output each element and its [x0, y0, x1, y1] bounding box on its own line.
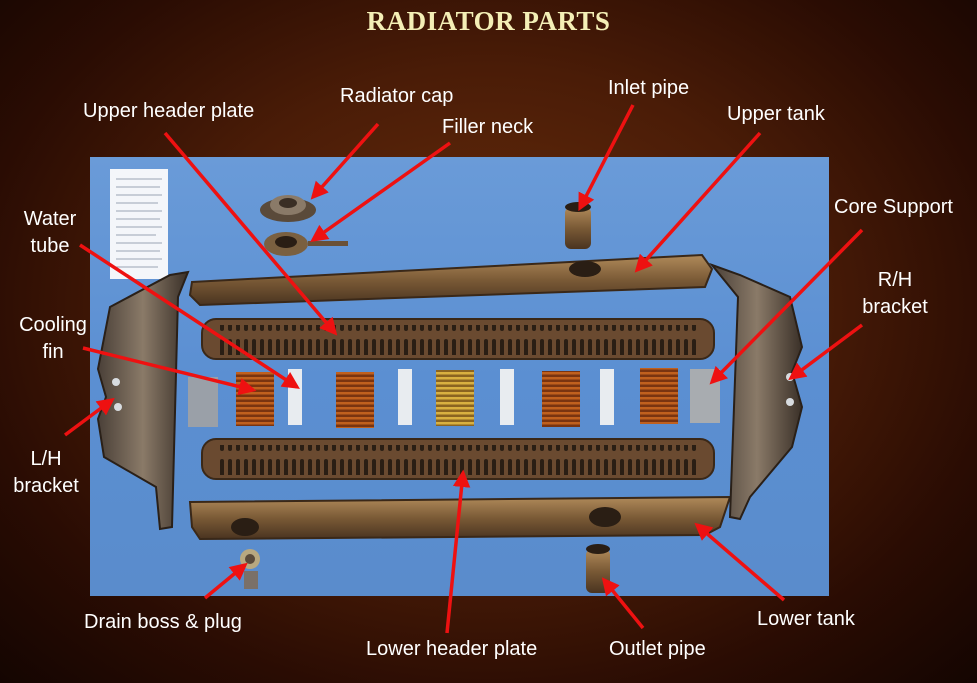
arrow-upper-tank — [634, 131, 762, 273]
radiator-parts-illustration — [96, 169, 804, 593]
arrow-water-tube — [79, 243, 300, 389]
label-core-support: Core Support — [834, 196, 953, 218]
label-cooling-fin: Cooling fin — [8, 312, 98, 366]
label-lh-bracket-line2: bracket — [13, 475, 79, 497]
arrow-upper-header-plate — [163, 131, 338, 336]
arrow-lower-header-plate — [445, 469, 471, 634]
label-water-tube-line2: tube — [30, 235, 70, 257]
label-upper-header-plate: Upper header plate — [83, 100, 255, 122]
label-water-tube-line1: Water — [23, 208, 77, 230]
label-radiator-cap: Radiator cap — [340, 85, 454, 107]
arrow-inlet-pipe — [578, 104, 635, 212]
label-outlet-pipe: Outlet pipe — [609, 638, 706, 660]
label-cooling-fin-line1: Cooling — [19, 314, 87, 336]
arrow-lh-bracket — [63, 397, 115, 437]
radiator-photo — [90, 157, 829, 596]
label-lower-header-plate: Lower header plate — [366, 638, 538, 660]
arrow-radiator-cap — [310, 122, 380, 200]
label-water-tube: Water tube — [12, 206, 88, 260]
lower-header-plate-part — [201, 438, 715, 480]
label-lh-bracket-line1: L/H — [30, 448, 62, 470]
filler-neck-part — [264, 232, 348, 256]
label-inlet-pipe: Inlet pipe — [608, 77, 690, 99]
page-title: RADIATOR PARTS — [366, 6, 611, 36]
lh-bracket-part — [96, 270, 190, 531]
arrow-outlet-pipe — [601, 577, 645, 630]
label-cooling-fin-line2: fin — [42, 341, 64, 363]
arrow-filler-neck — [310, 141, 452, 243]
radiator-cap-part — [260, 195, 316, 222]
label-upper-tank: Upper tank — [727, 103, 825, 125]
arrow-cooling-fin — [82, 346, 257, 396]
label-rh-bracket: R/H bracket — [850, 267, 940, 321]
arrow-lower-tank — [694, 522, 786, 602]
arrow-rh-bracket — [788, 323, 864, 381]
parts-list-sheet — [110, 169, 168, 279]
label-filler-neck: Filler neck — [442, 116, 534, 138]
label-drain-boss-plug: Drain boss & plug — [84, 611, 242, 633]
upper-tank-part — [188, 253, 714, 307]
arrow-drain-boss-plug — [203, 562, 248, 600]
label-lower-tank: Lower tank — [757, 608, 855, 630]
arrow-core-support — [709, 228, 864, 385]
label-rh-bracket-line1: R/H — [877, 269, 913, 291]
label-lh-bracket: L/H bracket — [0, 446, 92, 500]
label-rh-bracket-line2: bracket — [862, 296, 928, 318]
